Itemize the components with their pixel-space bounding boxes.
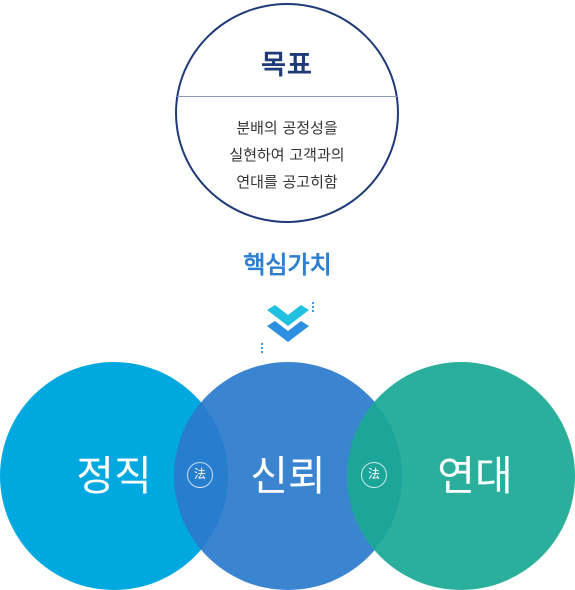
venn-diagram: [0, 362, 575, 590]
core-values-title: 핵심가치: [243, 251, 332, 279]
double-chevron-down-icon: [260, 301, 315, 354]
goal-circle: 목표 분배의 공정성을 실현하여 고객과의 연대를 공고히함: [175, 3, 399, 223]
goal-description: 분배의 공정성을 실현하여 고객과의 연대를 공고히함: [177, 115, 397, 196]
law-badge-right: 法: [361, 462, 387, 488]
chevron-top: [267, 305, 309, 326]
value-label-trust: 신뢰: [250, 452, 326, 500]
value-circle-solidarity: [347, 362, 575, 590]
law-badge-left: 法: [187, 462, 213, 488]
value-label-honesty: 정직: [76, 452, 152, 500]
value-circle-trust: [174, 362, 402, 590]
goal-line-1: 분배의 공정성을: [236, 119, 338, 137]
value-circle-honesty: [0, 362, 228, 590]
dots-decoration: [260, 301, 315, 354]
chevron-bottom: [267, 321, 309, 342]
goal-line-2: 실현하여 고객과의: [229, 146, 345, 164]
goal-title: 목표: [261, 50, 313, 81]
value-label-solidarity: 연대: [437, 452, 513, 500]
goal-line-3: 연대를 공고히함: [236, 173, 338, 191]
goal-divider: [177, 96, 397, 97]
